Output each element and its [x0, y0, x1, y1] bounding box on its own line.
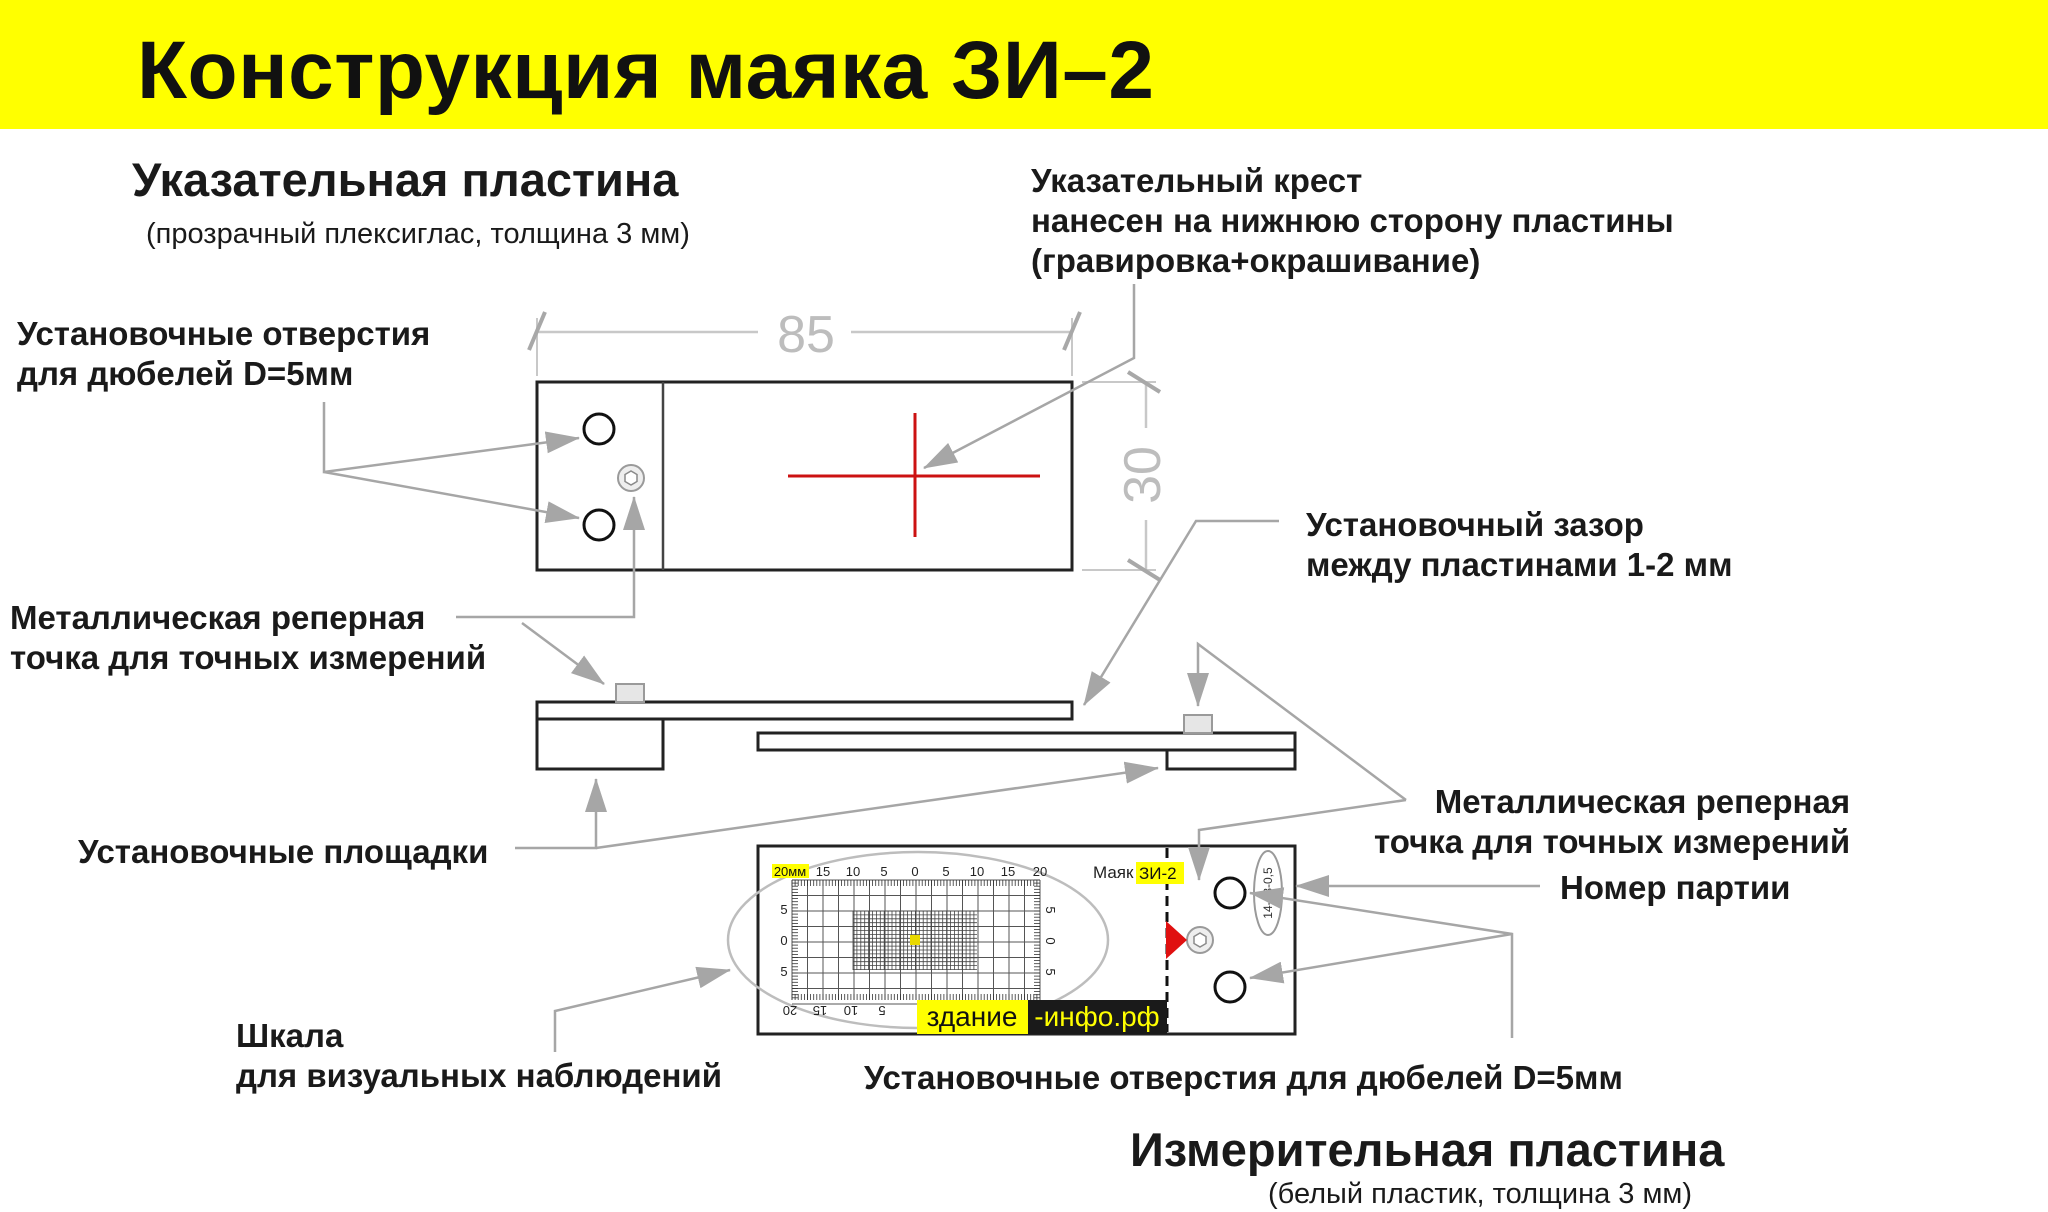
- holes-top-label-line-2: для дюбелей D=5мм: [17, 355, 354, 392]
- ref-point-right-line-1: Металлическая реперная: [1434, 783, 1851, 820]
- mounting-hole: [1213, 970, 1247, 1004]
- scale-label-line-1: Шкала: [236, 1017, 344, 1054]
- holes-top-arrow: [323, 470, 580, 523]
- ref-point-left-label: Металлическая реперная точка для точных …: [10, 598, 486, 678]
- gap-label-line-1: Установочный зазор: [1306, 506, 1644, 543]
- scale-unit-highlight: [772, 864, 809, 878]
- scale-bottom-tick: 15: [813, 1003, 827, 1018]
- pointer-plate-side: [535, 700, 1074, 721]
- cross-arrow: [923, 284, 1136, 470]
- scale-top-tick: 15: [1001, 864, 1015, 879]
- mounting-pad: [1165, 748, 1297, 771]
- ref-point-left-line-2: точка для точных измерений: [10, 639, 487, 676]
- pointer-plate-heading: Указательная пластина: [132, 153, 679, 206]
- holes-bottom-arrow: [1249, 932, 1513, 984]
- title-banner: [0, 0, 2048, 129]
- gap-label: Установочный зазор между пластинами 1-2 …: [1306, 505, 1733, 585]
- website-part-1: здание: [927, 1001, 1018, 1032]
- reference-bolt-icon: [617, 464, 645, 492]
- scale-left-tick: 5: [780, 964, 787, 979]
- width-dimension-value: 85: [777, 306, 835, 364]
- mounting-hole: [582, 412, 616, 446]
- side-view: [535, 683, 1297, 771]
- height-dimension: 30: [1082, 370, 1172, 582]
- website-label: здание -инфо.рф: [917, 1000, 1167, 1034]
- model-label: ЗИ-2: [1139, 864, 1177, 883]
- ref-point-right-label: Металлическая реперная точка для точных …: [1374, 782, 1850, 862]
- cross-label: Указательный крест нанесен на нижнюю сто…: [1031, 161, 1674, 281]
- gap-arrow: [1082, 519, 1279, 706]
- pointer-plate-top-view: [535, 380, 1074, 572]
- reference-bolt-icon: [1186, 926, 1214, 954]
- scale-top-tick: 10: [846, 864, 860, 879]
- measuring-plate-heading: Измерительная пластина: [1130, 1123, 1725, 1176]
- batch-number: 14-03-0,5: [1261, 867, 1275, 919]
- holes-bottom-label: Установочные отверстия для дюбелей D=5мм: [864, 1059, 1623, 1096]
- scale-top-tick: 5: [880, 864, 887, 879]
- pads-arrow: [515, 778, 607, 850]
- ref-point-left-arrow: [521, 621, 605, 686]
- scale-bottom-tick: 10: [844, 1003, 858, 1018]
- ref-point-right-arrow: [1187, 641, 1407, 801]
- width-dimension: 85: [527, 306, 1082, 376]
- cross-label-line-3: (гравировка+окрашивание): [1031, 242, 1481, 279]
- pads-label: Установочные площадки: [78, 833, 489, 870]
- scale-center-marker: [910, 935, 920, 945]
- scale-top-tick: 0: [911, 864, 918, 879]
- page-title: Конструкция маяка ЗИ–2: [137, 25, 1155, 116]
- reference-point-side: [1183, 714, 1213, 734]
- measuring-plate-subheading: (белый пластик, толщина 3 мм): [1268, 1178, 1693, 1210]
- brand-label: Маяк: [1093, 863, 1134, 882]
- scale-left-tick: 0: [780, 933, 787, 948]
- scale-top-tick: 20: [1033, 864, 1047, 879]
- scale-right-tick: 5: [1043, 968, 1058, 975]
- reference-point-side: [615, 683, 645, 703]
- scale-label: Шкала для визуальных наблюдений: [236, 1016, 722, 1096]
- scale-edge-ticks: [791, 879, 1040, 1000]
- scale-top-tick: 15: [816, 864, 830, 879]
- scale-right-tick: 0: [1043, 937, 1058, 944]
- scale-top-tick: 5: [942, 864, 949, 879]
- pointer-plate-subheading: (прозрачный плексиглас, толщина 3 мм): [146, 218, 690, 250]
- ref-point-right-arrow: [1188, 798, 1407, 881]
- scale-right-tick: 5: [1043, 906, 1058, 913]
- measuring-plate-top-view: 20мм 15 10 5 0 5 10 15 20 20 15 10 5 5 0…: [726, 844, 1297, 1036]
- batch-label: Номер партии: [1560, 869, 1791, 906]
- mounting-hole: [1213, 876, 1247, 910]
- measuring-plate-side: [756, 731, 1297, 752]
- cross-label-line-1: Указательный крест: [1031, 162, 1363, 199]
- scale-left-tick: 5: [780, 902, 787, 917]
- pads-arrow: [595, 761, 1159, 850]
- pointer-cross: [788, 413, 1040, 537]
- website-part-2: -инфо.рф: [1034, 1001, 1159, 1032]
- scale-label-line-2: для визуальных наблюдений: [236, 1057, 723, 1094]
- mounting-pad: [535, 717, 665, 771]
- ref-point-right-line-2: точка для точных измерений: [1374, 823, 1851, 860]
- model-highlight: [1136, 862, 1184, 884]
- scale-bottom-tick: 20: [783, 1003, 797, 1018]
- holes-top-label-line-1: Установочные отверстия: [17, 315, 431, 352]
- red-triangle-marker: [1166, 921, 1187, 959]
- height-dimension-value: 30: [1114, 446, 1172, 504]
- measurement-scale: 20мм 15 10 5 0 5 10 15 20 20 15 10 5 5 0…: [772, 864, 1058, 1018]
- cross-label-line-2: нанесен на нижнюю сторону пластины: [1031, 202, 1674, 239]
- gap-label-line-2: между пластинами 1-2 мм: [1306, 546, 1733, 583]
- holes-top-label: Установочные отверстия для дюбелей D=5мм: [17, 314, 430, 394]
- scale-unit-label: 20мм: [774, 864, 806, 879]
- scale-arrow: [553, 966, 731, 1052]
- scale-bottom-tick: 5: [878, 1003, 885, 1018]
- leader-lines: [322, 284, 1540, 1052]
- ref-point-left-arrow: [456, 496, 645, 619]
- mounting-hole: [582, 508, 616, 542]
- ref-point-left-line-1: Металлическая реперная: [10, 599, 426, 636]
- scale-top-tick: 10: [970, 864, 984, 879]
